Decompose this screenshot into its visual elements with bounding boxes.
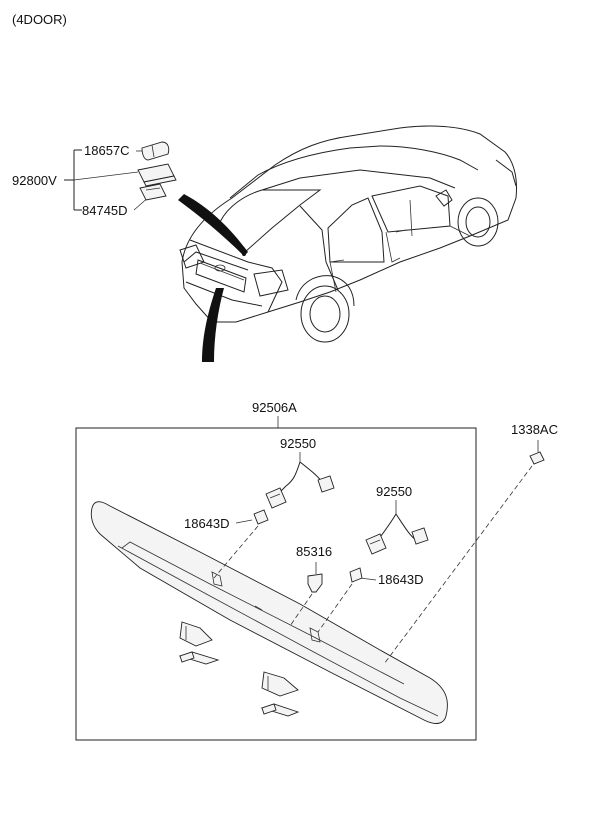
clip-dash-line: [289, 593, 313, 627]
bulb-left: [253, 509, 269, 525]
lamp-housing-right: [260, 671, 300, 717]
label-garnish-assembly: 92506A: [252, 400, 297, 415]
bulb-right-leader: [359, 577, 377, 581]
bulb-right: [349, 567, 363, 583]
socket-right: [365, 513, 429, 555]
bulb-left-dash-line: [213, 525, 259, 579]
label-socket-right: 92550: [376, 484, 412, 499]
garnish-assembly-box: [75, 427, 477, 741]
lamp-housing-left: [178, 621, 220, 665]
label-socket-left: 92550: [280, 436, 316, 451]
pointer-upper: [178, 194, 248, 256]
screw-dash-line: [383, 465, 533, 665]
garnish-bar: [90, 501, 448, 724]
pointer-lower: [202, 288, 224, 362]
label-bulb-right: 18643D: [378, 572, 424, 587]
car-illustration: [179, 125, 517, 343]
license-lamp-assembly: [64, 141, 177, 211]
bulb-left-leader: [235, 519, 253, 524]
label-screw: 1338AC: [511, 422, 558, 437]
bulb-right-dash-line: [317, 583, 353, 633]
screw: [529, 451, 545, 465]
socket-left: [265, 461, 335, 509]
label-assembly-top: 92800V: [12, 173, 57, 188]
clip: [307, 573, 323, 593]
label-clip: 85316: [296, 544, 332, 559]
label-lens-top: 84745D: [82, 203, 128, 218]
variant-label: (4DOOR): [12, 12, 67, 27]
label-bulb-left: 18643D: [184, 516, 230, 531]
label-bulb-top: 18657C: [84, 143, 130, 158]
